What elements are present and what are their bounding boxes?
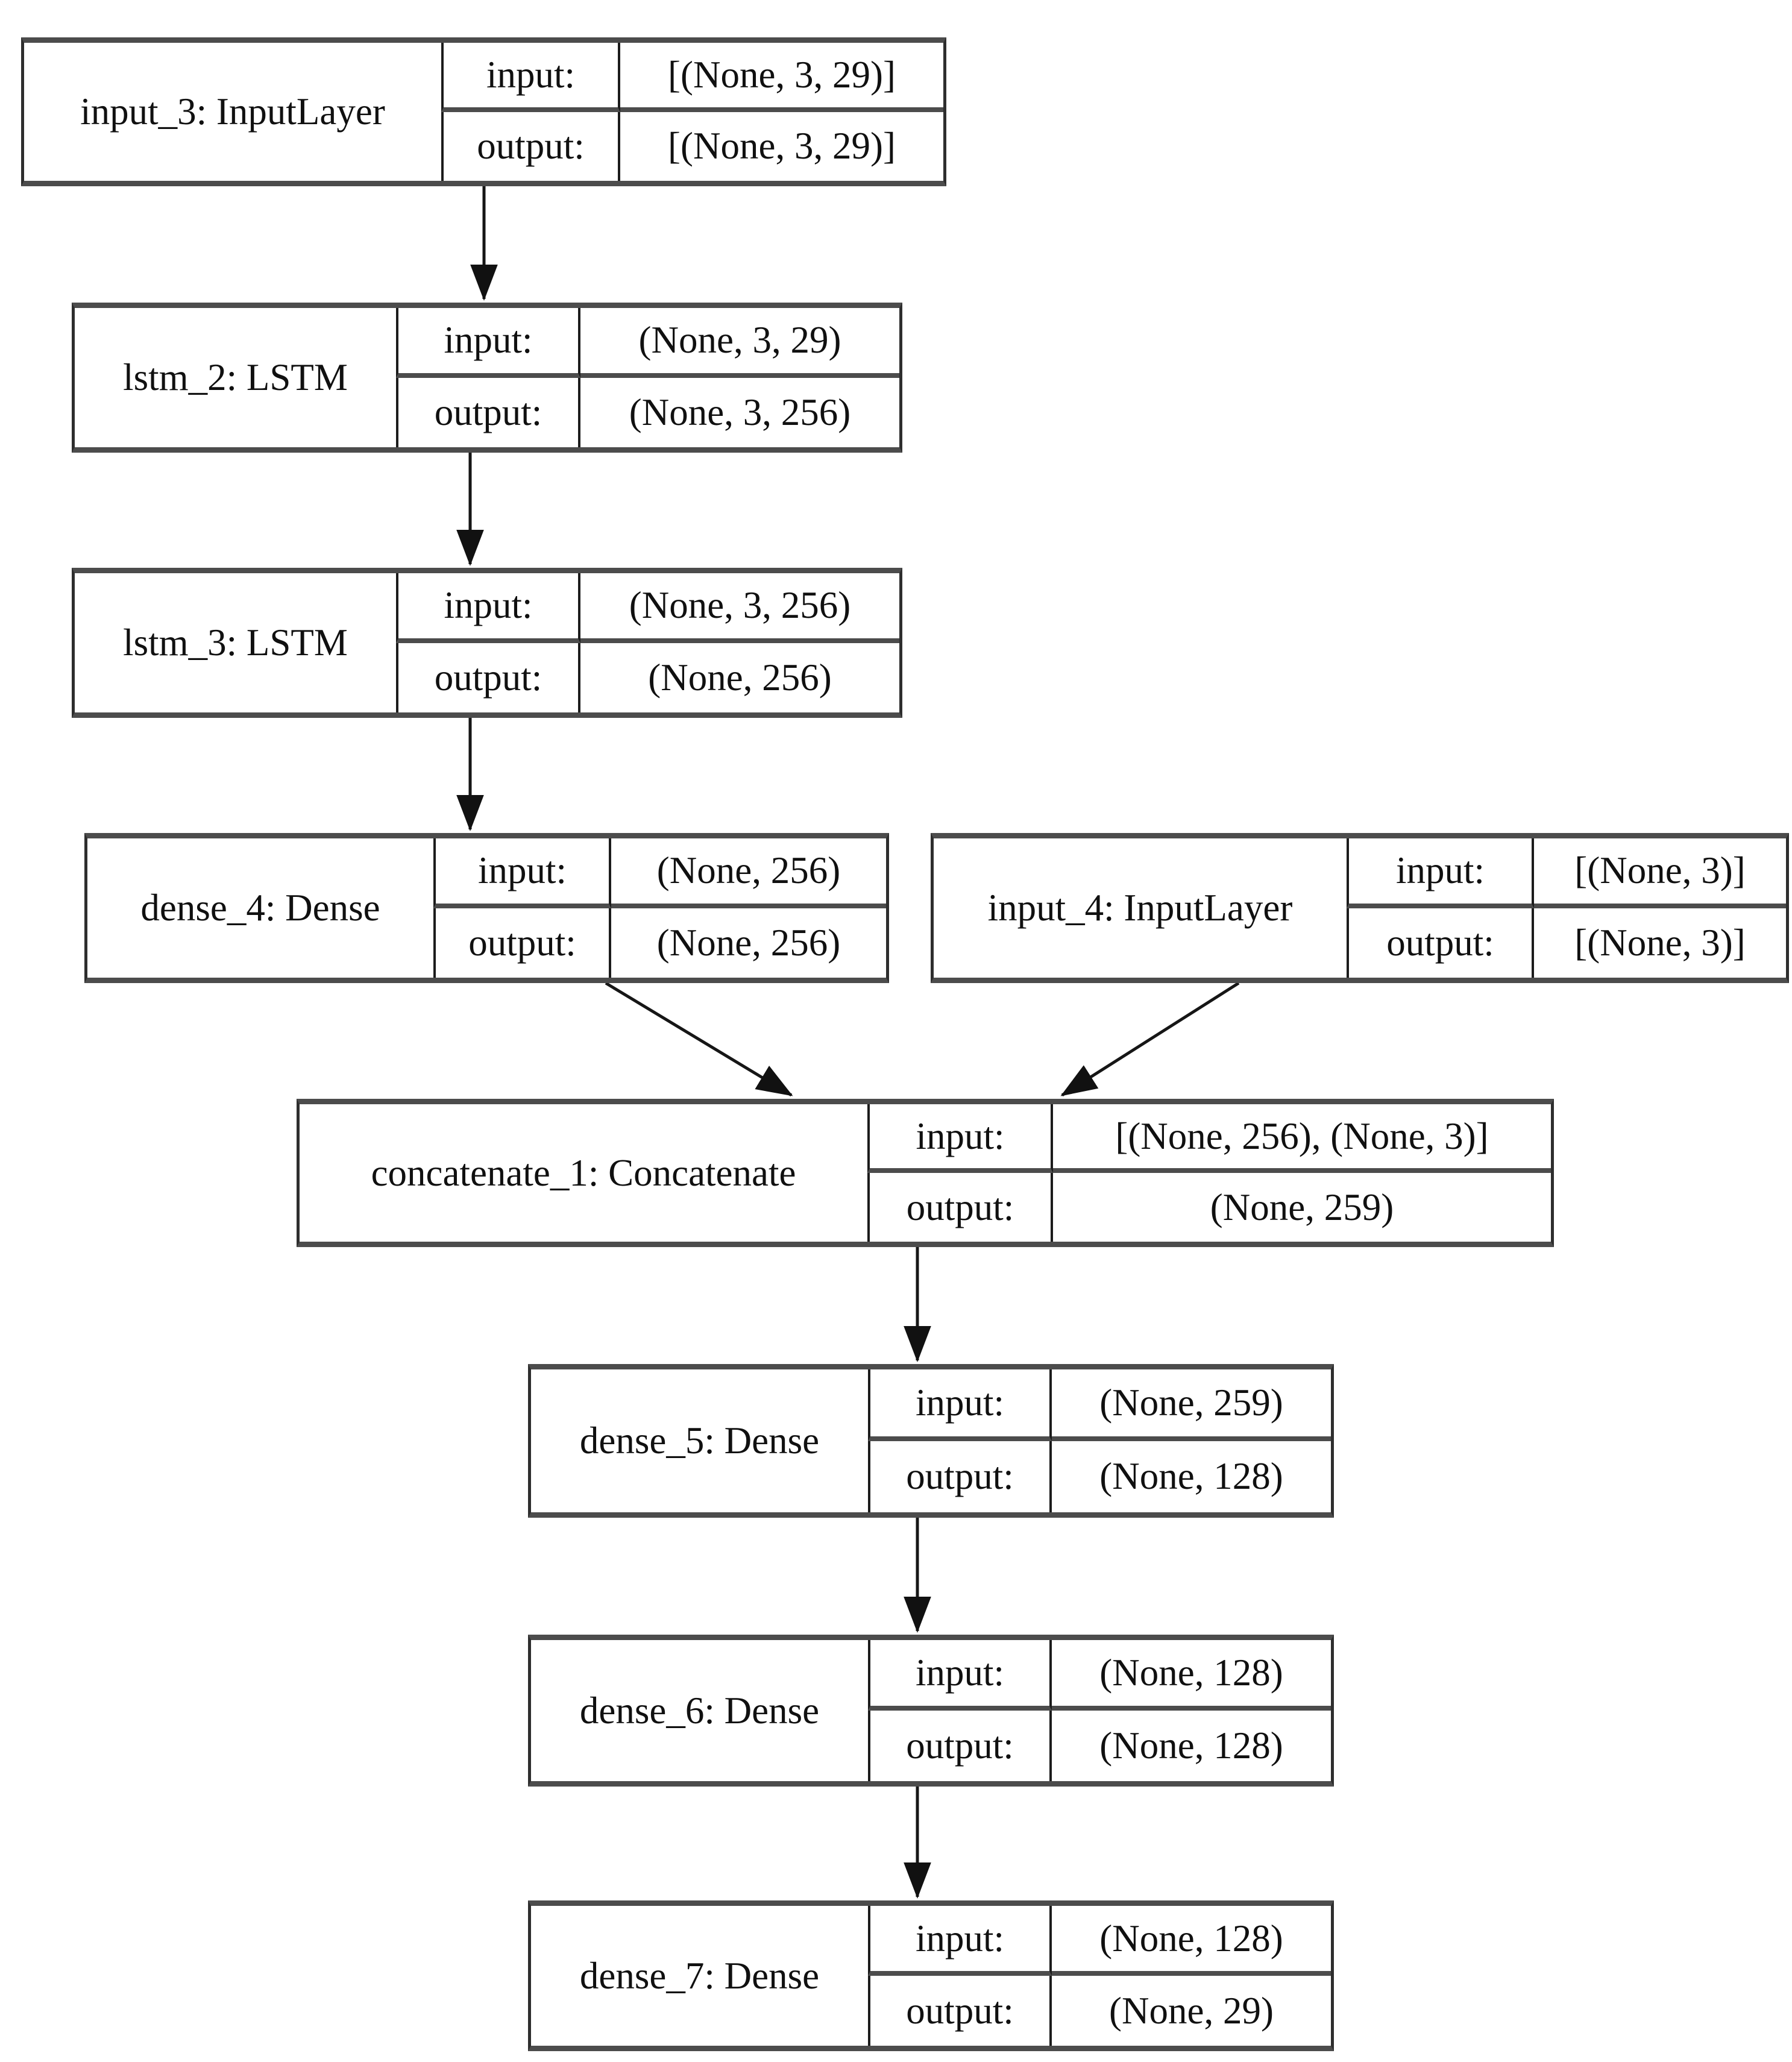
output-key-label: output: <box>441 112 620 181</box>
layer-node-dense_6: dense_6: Dense input: (None, 128) output… <box>528 1635 1334 1787</box>
layer-name: input_3: InputLayer <box>80 90 385 133</box>
layer-name: dense_4: Dense <box>140 887 380 929</box>
input-key-label: input: <box>396 308 580 378</box>
output-key-label: output: <box>867 1173 1053 1242</box>
input-shape: (None, 3, 256) <box>580 573 899 643</box>
layer-name: lstm_2: LSTM <box>123 356 348 398</box>
output-key-label: output: <box>433 908 611 978</box>
layer-node-dense_7: dense_7: Dense input: (None, 128) output… <box>528 1900 1334 2051</box>
output-shape: [(None, 3)] <box>1574 921 1746 964</box>
input-key-label: input: <box>868 1640 1052 1711</box>
output-shape: (None, 128) <box>1099 1455 1283 1498</box>
output-key-label: output: <box>868 1976 1052 2046</box>
input-shape: [(None, 3, 29)] <box>620 43 943 112</box>
layer-name: concatenate_1: Concatenate <box>371 1151 796 1194</box>
input-shape: [(None, 256), (None, 3)] <box>1053 1104 1551 1173</box>
layer-node-dense_4: dense_4: Dense input: (None, 256) output… <box>84 833 889 983</box>
layer-name: dense_6: Dense <box>579 1689 820 1732</box>
layer-node-lstm_2: lstm_2: LSTM input: (None, 3, 29) output… <box>72 303 902 453</box>
input-shape: (None, 259) <box>1052 1369 1331 1441</box>
layer-node-concatenate_1: concatenate_1: Concatenate input: [(None… <box>297 1099 1554 1247</box>
output-shape: (None, 29) <box>1109 1989 1274 2032</box>
input-key-label: input: <box>867 1104 1053 1173</box>
layer-node-lstm_3: lstm_3: LSTM input: (None, 3, 256) outpu… <box>72 568 902 718</box>
edge-input_4-concatenate_1 <box>1060 981 1240 1097</box>
input-shape: (None, 128) <box>1052 1906 1331 1976</box>
layer-name: input_4: InputLayer <box>987 887 1293 929</box>
output-shape: (None, 3, 256) <box>629 391 851 433</box>
input-shape: (None, 128) <box>1052 1640 1331 1711</box>
output-shape: (None, 256) <box>648 656 832 699</box>
input-key-label: input: <box>441 43 620 112</box>
output-key-label: output: <box>396 377 580 447</box>
layer-node-dense_5: dense_5: Dense input: (None, 259) output… <box>528 1364 1334 1518</box>
input-shape: (None, 3, 29) <box>580 308 899 378</box>
layer-name: lstm_3: LSTM <box>123 621 348 664</box>
output-key-label: output: <box>868 1711 1052 1781</box>
layer-name: dense_7: Dense <box>579 1954 820 1997</box>
input-key-label: input: <box>433 838 611 908</box>
input-shape: [(None, 3)] <box>1534 838 1786 908</box>
output-shape: (None, 256) <box>656 921 841 964</box>
input-key-label: input: <box>1347 838 1534 908</box>
layer-node-input_4: input_4: InputLayer input: [(None, 3)] o… <box>931 833 1789 983</box>
layer-name: dense_5: Dense <box>579 1419 820 1462</box>
output-key-label: output: <box>1347 908 1534 978</box>
output-shape: (None, 259) <box>1210 1186 1394 1228</box>
input-shape: (None, 256) <box>611 838 886 908</box>
input-key-label: input: <box>396 573 580 643</box>
input-key-label: input: <box>868 1369 1052 1441</box>
layer-node-input_3: input_3: InputLayer input: [(None, 3, 29… <box>21 37 946 186</box>
edge-dense_4-concatenate_1 <box>605 981 793 1097</box>
output-shape: [(None, 3, 29)] <box>668 125 896 168</box>
output-key-label: output: <box>868 1441 1052 1512</box>
input-key-label: input: <box>868 1906 1052 1976</box>
output-key-label: output: <box>396 643 580 712</box>
output-shape: (None, 128) <box>1099 1724 1283 1767</box>
